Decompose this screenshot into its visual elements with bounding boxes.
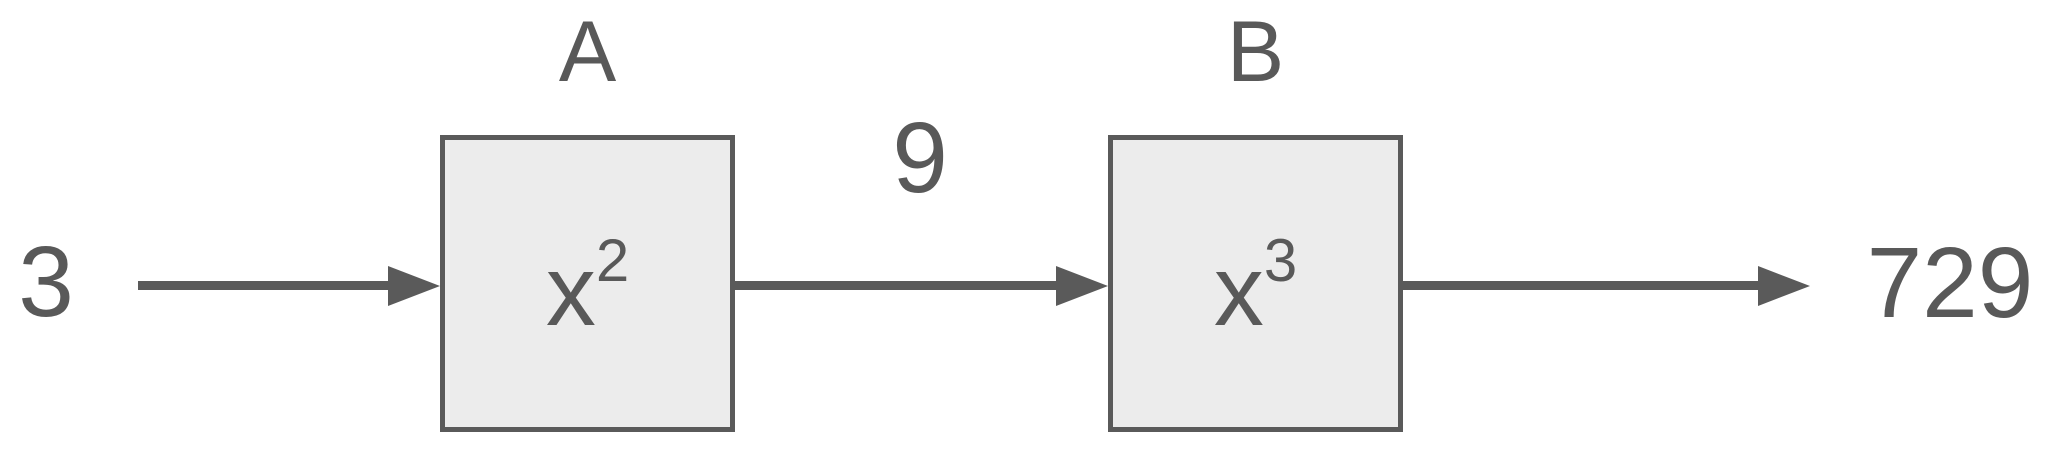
arrow-head-icon — [1758, 265, 1810, 306]
machine-b-function: x3 — [1214, 227, 1297, 341]
machine-a: A x2 — [440, 0, 735, 432]
arrow-shaft — [138, 281, 388, 290]
input-value: 3 — [18, 226, 74, 338]
arrow-shaft — [735, 281, 1056, 290]
output-value: 729 — [1866, 227, 2034, 339]
output-arrow — [1403, 265, 1810, 306]
machine-b: B x3 — [1108, 0, 1403, 432]
intermediate-value: 9 — [892, 102, 948, 214]
function-exponent: 2 — [595, 227, 630, 295]
arrow-shaft — [1403, 281, 1758, 290]
function-base: x — [545, 234, 596, 347]
arrow-head-icon — [1056, 265, 1108, 306]
machine-a-label: A — [558, 4, 617, 100]
transfer-arrow — [735, 265, 1108, 306]
machine-a-function: x2 — [546, 227, 629, 341]
machine-a-box: x2 — [440, 135, 735, 432]
arrow-head-icon — [388, 265, 440, 306]
machine-b-box: x3 — [1108, 135, 1403, 432]
function-exponent: 3 — [1263, 227, 1298, 295]
input-arrow — [138, 265, 440, 306]
machine-b-label: B — [1226, 4, 1285, 100]
function-base: x — [1213, 234, 1264, 347]
